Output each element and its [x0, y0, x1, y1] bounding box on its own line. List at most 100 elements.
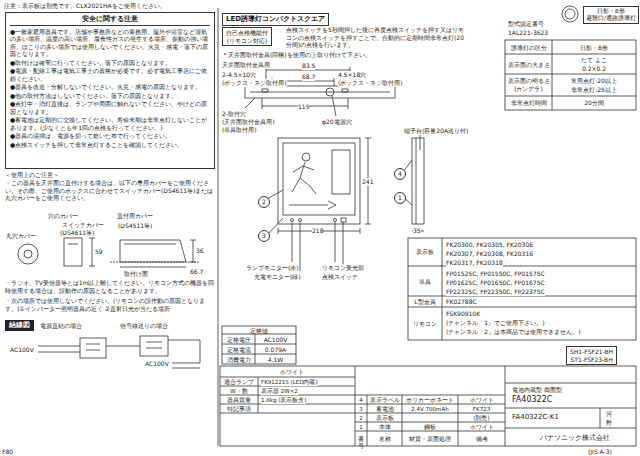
top-view-part	[334, 78, 335, 86]
front-view-part	[365, 224, 371, 225]
text-label: ランプモニター(赤)	[246, 264, 299, 272]
cover-figures	[18, 238, 200, 267]
front-view-part	[341, 218, 346, 222]
title-block-part	[258, 377, 259, 413]
text-label: FK91221S (LED内蔵)	[261, 379, 318, 386]
title-block-part	[458, 395, 459, 446]
top-view-part	[348, 98, 349, 109]
text-label: 20分間	[553, 99, 635, 107]
text-label: 点検スイッチを5秒間押した後に再度点検スイッチを押す又はリモコンの点検スイッチを…	[286, 26, 466, 49]
text-label: 115	[298, 103, 309, 111]
title-block-part	[367, 395, 368, 446]
front-view-part	[292, 178, 300, 192]
title-block-part	[505, 428, 636, 429]
text-label: 36	[196, 247, 204, 255]
wiring-diagram-part	[38, 352, 80, 353]
cover-figures-part	[68, 244, 78, 245]
front-view	[267, 138, 371, 271]
callout-number: 4	[394, 168, 406, 180]
front-view-part	[292, 222, 293, 262]
front-view-part	[310, 186, 316, 194]
text-label: FA40322C-K1	[512, 413, 559, 422]
text-label: 直付用カバー	[117, 212, 153, 220]
front-view-part	[278, 228, 279, 234]
text-label: 定格値	[223, 327, 295, 335]
title-block-part	[220, 366, 636, 446]
front-view-part	[300, 178, 310, 186]
text-label: 誘導灯の区分	[506, 44, 551, 52]
node-text: ●点灯中・消灯直後は、ランプや周囲に触れないでください。やけどの原因となります。	[10, 100, 210, 115]
side-view-part	[412, 138, 424, 224]
spec-table-part	[505, 74, 636, 75]
side-view	[403, 134, 424, 231]
title-block-part	[220, 413, 505, 414]
spec-table-part	[505, 40, 636, 110]
text-label: 3	[356, 406, 366, 413]
text-label: (チャンネル「2」は本商品では使用できません。)	[446, 328, 581, 336]
text-label: FP22325C, FP22350C, FP22375C	[446, 288, 545, 296]
text-label: ＊天井面取付金具(同梱)を使用の上取り付けて下さい。	[222, 51, 371, 59]
text-label: リモコン受光部	[322, 264, 364, 272]
text-label: リモコン	[409, 320, 441, 328]
node-text: ●電源・配線工事は電気工事士の資格が必要です。必ず電気工事店にご依頼ください。	[10, 67, 210, 82]
text-label: ＜使用上のご注意＞	[5, 171, 59, 179]
cover-figures-part	[120, 240, 186, 262]
text-label: 表示面の大きさ	[506, 61, 551, 69]
text-label: 表示面の明るさ	[506, 77, 551, 85]
spec-table	[505, 40, 636, 110]
front-view-part	[278, 138, 360, 224]
front-view-part	[283, 143, 355, 215]
text-label: (JIS A-3)	[588, 448, 612, 456]
text-label: 表示板	[368, 415, 401, 422]
text-label: 非常点灯:25以上	[553, 86, 635, 94]
text-label: 特記事項	[221, 406, 257, 413]
spec-table-part	[505, 54, 636, 55]
wiring-diagram	[38, 336, 200, 368]
text-label: 定格電流	[223, 346, 254, 354]
node-text: 避難口/通路誘導灯	[586, 15, 636, 22]
rating-table-part	[255, 334, 256, 364]
front-view-part	[293, 166, 303, 172]
wiring-diagram-part	[172, 363, 200, 364]
text-label: 35	[413, 227, 421, 235]
text-label: FK02788C	[446, 298, 477, 306]
top-view-part	[342, 89, 348, 92]
spec-table-part	[552, 40, 553, 110]
text-label: 1	[356, 424, 366, 431]
text-label: (DS4511等)	[118, 222, 152, 230]
node-text: ●他の取付方法はしないでください。落下の原因となります。	[10, 92, 210, 100]
top-view	[240, 67, 395, 116]
text-label: ・ラジオ、TV受信器等とは1m以上離してください。リモコン方式の機器を同時使用す…	[5, 279, 215, 294]
text-label: 2	[356, 415, 366, 422]
front-view-part	[300, 222, 301, 271]
logo-mark-part	[565, 9, 575, 19]
node-text: 3	[262, 232, 266, 240]
title-block-part	[355, 422, 505, 423]
text-label: 1.8kg (表示板含)	[261, 397, 306, 404]
text-label: 2-4.5×10穴	[222, 71, 256, 79]
spec-table-part	[505, 96, 636, 97]
text-label: 型式認定番号	[508, 20, 544, 28]
title-block-part	[505, 383, 636, 384]
side-view-part	[420, 134, 421, 150]
node-text: (リモコン対応)	[226, 37, 268, 45]
front-view-part	[268, 218, 283, 234]
front-view-part	[328, 201, 336, 209]
text-label: 適合ランプ	[221, 379, 257, 386]
text-label: (カンデラ)	[506, 85, 551, 93]
node-text: ST1-FSF23-BH	[570, 356, 613, 364]
text-label: 4.1W	[256, 356, 295, 364]
text-label: 丸穴カバー	[6, 232, 36, 240]
title-block-part	[355, 431, 505, 432]
top-view-part	[250, 92, 390, 93]
top-view-part	[245, 86, 395, 98]
text-label: 材質・表面処理	[403, 436, 457, 443]
section-tag: 結線図	[5, 320, 34, 331]
node-text: 結線図	[9, 321, 30, 330]
title-block-part	[355, 366, 356, 446]
note-box: SH1-FSF21-BHST1-FSF23-BH	[566, 346, 617, 365]
text-label: FK20300, FK20305, FK20306	[446, 241, 533, 249]
text-label: (チャンネル「1」でご使用下さい。)	[446, 319, 545, 327]
text-label: AC100V	[145, 360, 169, 368]
